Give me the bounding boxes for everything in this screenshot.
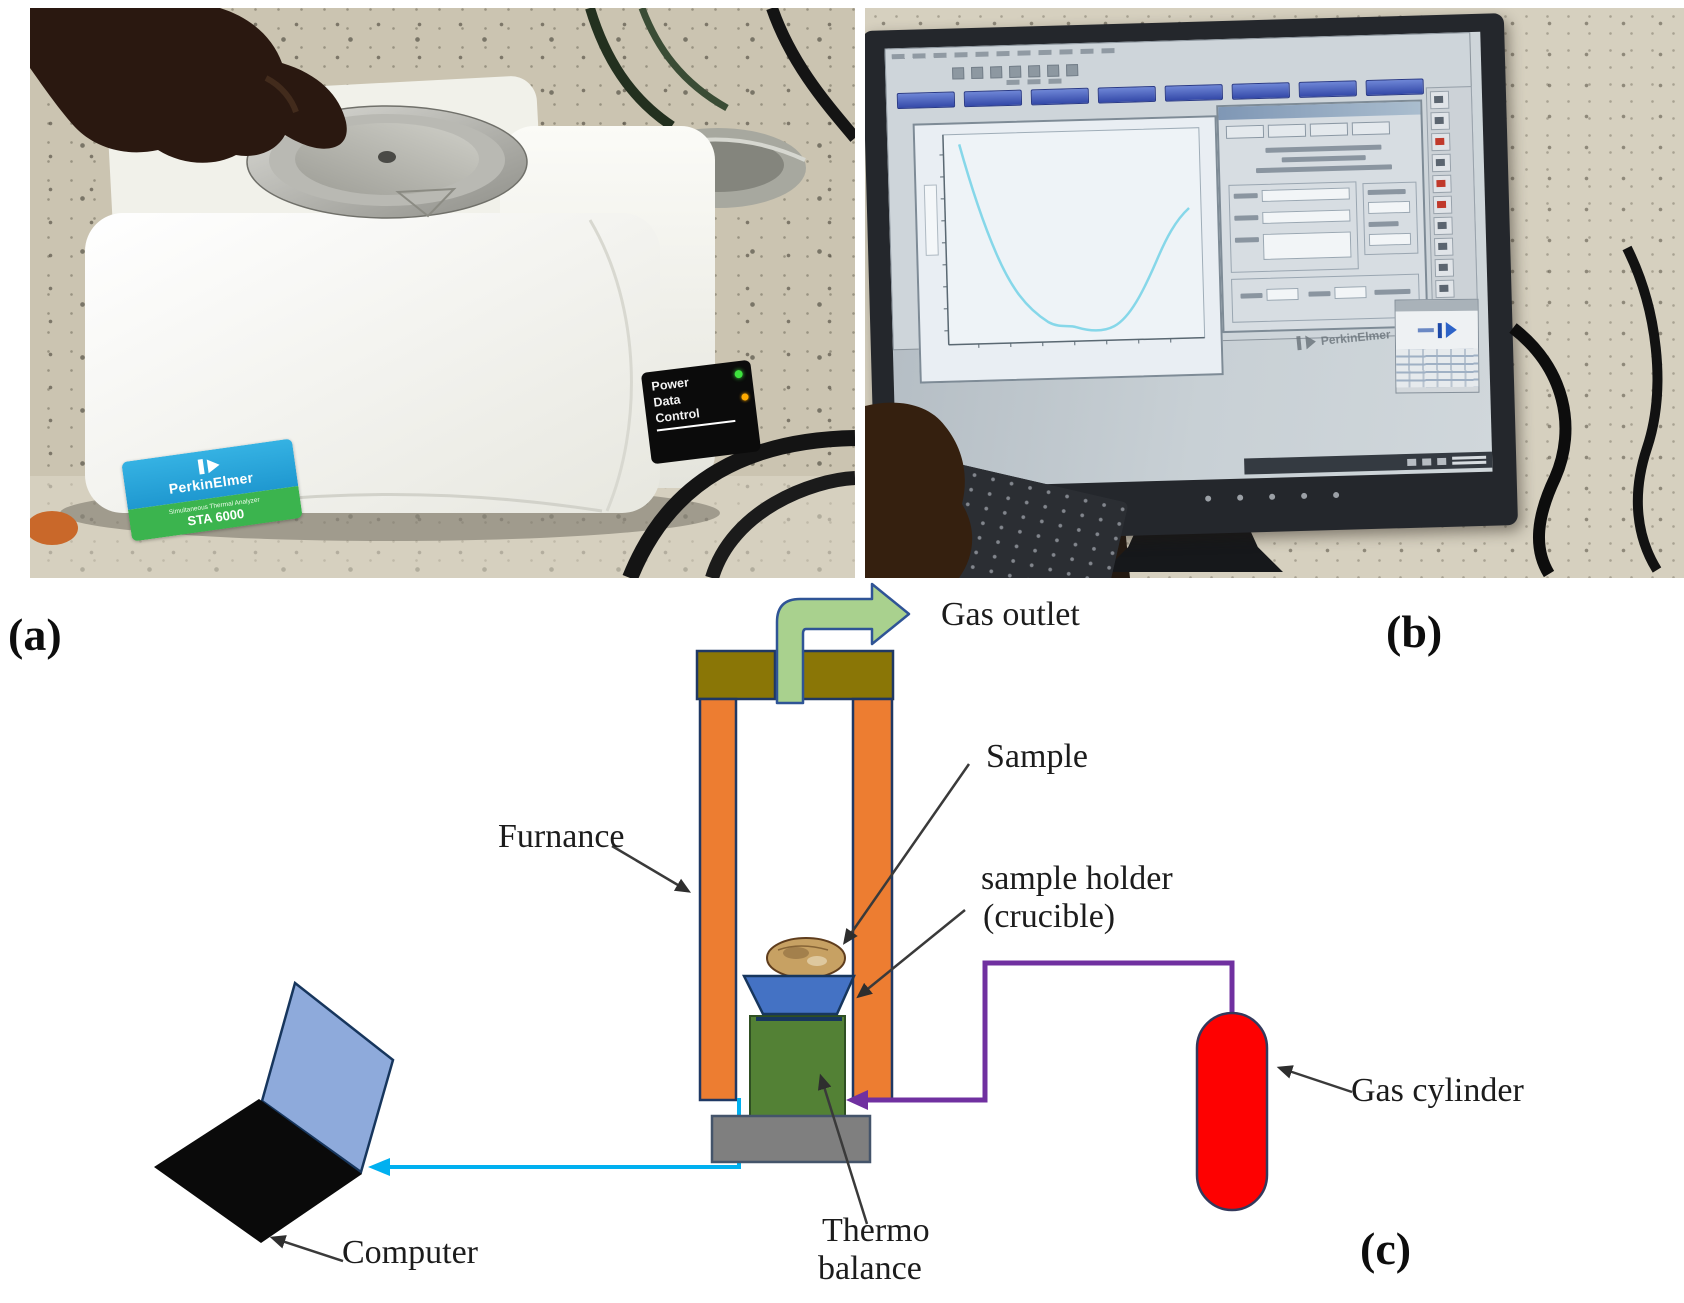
hand-silhouette — [865, 402, 973, 578]
gas-line-arrowhead — [846, 1090, 868, 1110]
furnace-wall-right — [851, 697, 894, 1102]
data-led — [741, 393, 749, 401]
sample-pointer — [842, 763, 971, 945]
panel-b-over — [865, 245, 1663, 578]
photo-panel-b-monitor: PerkinElmer — [865, 8, 1684, 578]
photo-panel-a-sta6000: Power Data Control PerkinElmer Simultane… — [30, 8, 855, 578]
thermo-balance-label-line1: Thermo — [822, 1212, 930, 1249]
cable-b-1 — [1509, 323, 1572, 578]
lid-triangle-mark — [395, 187, 457, 218]
pointing-hand — [30, 8, 347, 163]
gas-cylinder-pointer — [1276, 1065, 1353, 1094]
caption-a: (a) — [8, 609, 62, 660]
sample-blob — [766, 937, 846, 979]
y-axis-label-block — [923, 184, 939, 256]
thermal-curve-plot — [923, 127, 1206, 348]
dsc-curve — [957, 144, 1190, 332]
laptop-screen — [260, 980, 395, 1175]
cable-b-2 — [1622, 245, 1663, 573]
furnace-cap-left — [695, 649, 777, 701]
gas-line — [866, 960, 1235, 1103]
gas-outlet-arrow — [775, 582, 911, 705]
computer-label: Computer — [342, 1234, 478, 1271]
furnace-wall-left — [698, 697, 738, 1102]
base-plate — [710, 1114, 872, 1164]
caption-c: (c) — [1360, 1223, 1412, 1274]
sample-holder-label-line1: sample holder — [981, 860, 1173, 897]
caption-b: (b) — [1386, 606, 1443, 657]
sample-label: Sample — [986, 738, 1088, 775]
furnace-cap-right — [795, 649, 895, 701]
x-ticks — [978, 338, 1172, 348]
monitor-screen: PerkinElmer — [884, 31, 1493, 489]
annotation-arrows — [269, 763, 1353, 1263]
cable-bottom-1 — [622, 430, 855, 578]
monitor: PerkinElmer — [865, 13, 1519, 543]
status-panel: Power Data Control — [640, 359, 762, 465]
hose — [585, 8, 675, 131]
chart-window — [912, 115, 1224, 384]
laptop-base — [154, 1099, 362, 1243]
computer-connection-line — [386, 1098, 741, 1169]
perkinelmer-logo-icon — [197, 456, 220, 475]
cable-top-right — [766, 8, 855, 142]
y-ticks — [939, 154, 949, 332]
panel-a-scene — [30, 8, 855, 578]
crucible-pointer — [856, 909, 966, 999]
gas-cylinder-label: Gas cylinder — [1351, 1072, 1524, 1109]
gas-outlet-label: Gas outlet — [941, 596, 1080, 633]
thermo-balance-pointer — [817, 1073, 869, 1225]
cable-bottom-2 — [705, 471, 855, 578]
hose-2 — [638, 8, 729, 112]
crucible — [741, 974, 856, 1016]
orange-object — [30, 511, 78, 545]
furnace-pointer — [611, 844, 692, 893]
sample-holder-label-line2: (crucible) — [983, 898, 1116, 935]
furnace-label: Furnance — [498, 818, 625, 855]
tga-schematic — [154, 582, 1353, 1263]
computer-pointer — [269, 1235, 344, 1263]
thermo-balance-block — [749, 1015, 846, 1117]
thermo-balance-label-line2: balance — [818, 1250, 922, 1287]
gas-cylinder — [1195, 1011, 1269, 1212]
computer-connection-arrowhead — [368, 1158, 390, 1176]
